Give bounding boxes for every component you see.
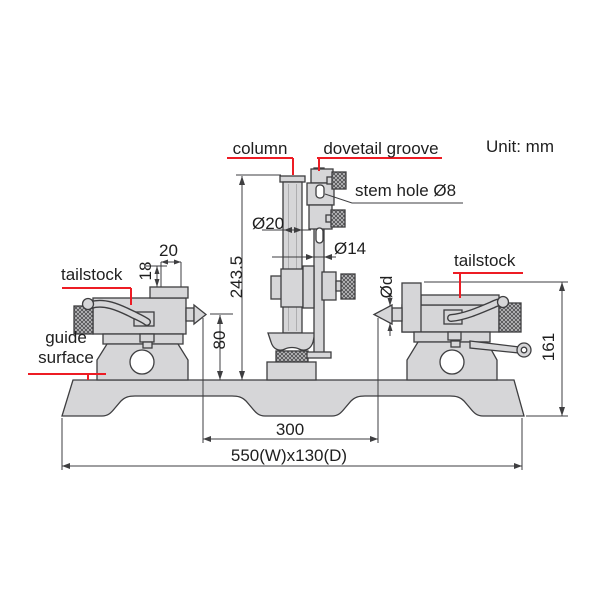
stem-hole-leader (324, 193, 463, 204)
tailstock-left-assembly (73, 286, 208, 381)
swivel-clamp-mid-plate (302, 265, 315, 309)
tailstock-right-leader (453, 272, 523, 298)
dim-243-5-line (236, 174, 281, 380)
guide-surface-line2: surface (38, 348, 94, 367)
clamp-lever-left (88, 301, 150, 325)
stem-hole-label: stem hole Ø8 (355, 181, 457, 200)
dim-550-line (61, 418, 523, 470)
center-height-dim: 80 (210, 330, 229, 350)
knurled-thumb-screw (331, 171, 347, 190)
dim-300-line (202, 318, 379, 443)
tailstock-right-knurled-knob (498, 302, 522, 333)
dim-161-line (424, 281, 568, 417)
tailstock-right-base-hole (439, 349, 465, 375)
tailstock-left-label: tailstock (61, 265, 123, 284)
column-diameter-dim: Ø20 (252, 214, 285, 233)
tailstock-left-center-point (193, 303, 208, 326)
dovetail-groove-leader (317, 157, 442, 171)
star-clamp-knob (267, 332, 316, 351)
point-diameter-dim: Ød (377, 275, 396, 299)
column-cap (279, 175, 306, 183)
tailstock-left-leader (62, 287, 132, 305)
tailstock-left-base-hole (129, 349, 155, 375)
center-distance-dim: 300 (275, 420, 305, 439)
column-leader (227, 157, 294, 175)
clamp-nut (450, 340, 461, 348)
swivel-clamp-column-block (280, 268, 304, 308)
clamp-lever-left-ball (81, 297, 95, 311)
base-size-dim: 550(W)x130(D) (230, 446, 348, 465)
crank-handle-hole (520, 346, 528, 354)
column-base-block (266, 361, 317, 381)
guide-surface-leader (28, 373, 106, 380)
clamp-nut (139, 333, 155, 343)
tailstock-height-dim: 161 (539, 332, 558, 362)
step-width-dim: 20 (159, 241, 178, 260)
rod-foot (306, 351, 332, 359)
clamp-lever-right-ball (496, 295, 510, 309)
knurled-thumb-screw (330, 209, 346, 228)
column-height-dim: 243.5 (227, 255, 246, 299)
tailstock-right-step (401, 282, 422, 333)
unit-label: Unit: mm (486, 137, 554, 156)
guide-surface-label: guide surface (24, 328, 108, 368)
tailstock-right-assembly (372, 282, 532, 381)
guide-surface-line1: guide (45, 328, 87, 347)
knurled-ring (275, 350, 309, 363)
tailstock-left-step (149, 286, 189, 299)
dimension-arrows (62, 176, 565, 469)
swivel-clamp-rod-block (321, 271, 337, 301)
tailstock-right-point-stem (391, 307, 403, 322)
rod-diameter-dim: Ø14 (334, 239, 367, 258)
tailstock-right-center-point (372, 303, 393, 326)
dovetail-groove-label: dovetail groove (323, 139, 439, 158)
step-height-dim: 18 (136, 261, 155, 281)
red-callout-leaders (28, 157, 523, 380)
bed-shape (61, 379, 525, 417)
dim-80-line (210, 313, 233, 380)
bed-base (61, 379, 525, 417)
clamp-nut (447, 331, 462, 341)
tailstock-right-label: tailstock (454, 251, 516, 270)
stem-hole-slot (315, 184, 325, 199)
rod-slot (315, 227, 324, 244)
tailstock-left-point-stem (185, 307, 195, 322)
knurled-thumb-screw (340, 273, 356, 300)
column-label: column (232, 139, 288, 158)
clamp-nut (142, 341, 153, 349)
